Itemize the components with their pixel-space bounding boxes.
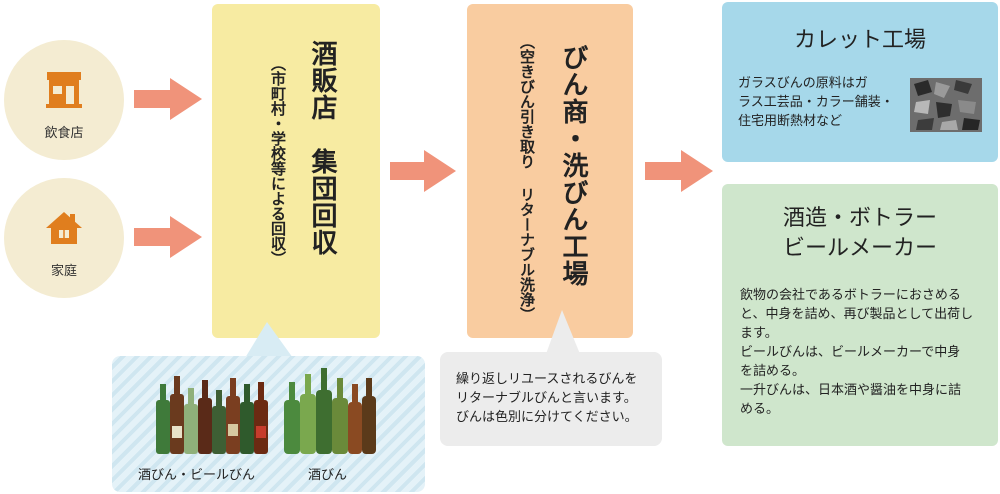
returnable-note-bubble: 繰り返しリユースされるびんを リターナブルびんと言います。 びんは色別に分けてく… [440, 352, 662, 446]
arrow-right-icon [134, 216, 202, 258]
arrow-right-icon [134, 78, 202, 120]
speech-bubble-tail [245, 322, 293, 358]
brewery-box: 酒造・ボトラー ビールメーカー 飲物の会社であるボトラーにおさめる と、中身を詰… [722, 184, 998, 446]
cullet-factory-title: カレット工場 [793, 28, 926, 53]
home-label: 家庭 [50, 264, 77, 279]
shop-icon [46, 72, 82, 108]
home-node: 家庭 [4, 178, 124, 298]
brewery-title: 酒造・ボトラー ビールメーカー [722, 204, 998, 264]
liquor-store-subtitle: （市町村・学校等による回収） [269, 56, 287, 266]
cullet-image [910, 78, 982, 132]
bottle-dealer-subtitle: （空きびん引き取り リターナブル洗浄） [518, 34, 536, 322]
beer-bottles-image [156, 376, 268, 454]
cullet-factory-box: カレット工場 ガラスびんの原料はガ ラス工芸品・カラー舗装・ 住宅用断熱材など [722, 2, 998, 162]
bottle-photo-bubble: 酒びん・ビールびん 酒びん [112, 356, 425, 492]
restaurant-label: 飲食店 [44, 126, 84, 141]
bottle-caption-left: 酒びん・ビールびん [138, 468, 256, 483]
brewery-title-line2: ビールメーカー [782, 236, 937, 261]
brewery-text: 飲物の会社であるボトラーにおさめる と、中身を詰め、再び製品として出荷し ます。… [740, 288, 974, 417]
arrow-right-icon [645, 150, 713, 192]
returnable-note-text: 繰り返しリユースされるびんを リターナブルびんと言います。 びんは色別に分けてく… [456, 372, 638, 425]
bottle-caption-right: 酒びん [308, 468, 348, 483]
restaurant-node: 飲食店 [4, 40, 124, 160]
liquor-store-title: 酒販店 集団回収 [307, 40, 337, 256]
arrow-right-icon [390, 150, 456, 192]
liquor-store-box: 酒販店 集団回収 （市町村・学校等による回収） [212, 4, 380, 338]
cullet-factory-text: ガラスびんの原料はガ ラス工芸品・カラー舗装・ 住宅用断熱材など [738, 76, 894, 129]
sake-bottles-image [284, 368, 376, 454]
bottle-dealer-box: びん商・洗びん工場 （空きびん引き取り リターナブル洗浄） [467, 4, 633, 338]
house-icon [46, 212, 82, 244]
bottle-dealer-title: びん商・洗びん工場 [558, 44, 588, 287]
brewery-title-line1: 酒造・ボトラー [782, 206, 937, 231]
speech-bubble-tail [546, 310, 580, 354]
